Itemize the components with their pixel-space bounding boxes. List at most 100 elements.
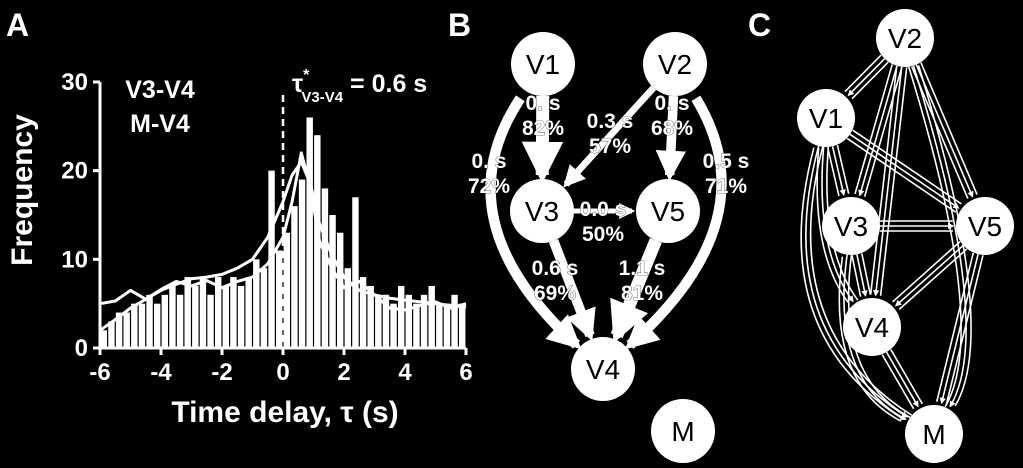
x-tick-label: 0 xyxy=(276,359,289,386)
histogram-bar xyxy=(359,277,367,348)
node-label: V5 xyxy=(651,196,685,227)
edge-strand xyxy=(869,66,898,295)
edge-v2-v3 xyxy=(854,64,903,197)
histogram-bar xyxy=(214,277,222,348)
panel-a-letter: A xyxy=(6,7,29,43)
histogram-bar xyxy=(283,232,291,348)
edge-strand xyxy=(809,144,913,416)
histogram-bar xyxy=(100,330,108,348)
y-tick-label: 30 xyxy=(61,69,88,96)
panel-c-letter: C xyxy=(748,7,771,43)
histogram-bar xyxy=(275,250,283,348)
histogram-bar xyxy=(184,277,191,348)
edge-delay-label: 0. s xyxy=(525,92,560,115)
edge-percent-label: 72% xyxy=(468,175,510,198)
edge-v2-v5 xyxy=(655,95,687,182)
series-label-m-v4: M-V4 xyxy=(130,110,190,138)
edge-delay-label: 0. s xyxy=(654,92,689,115)
edge-strand xyxy=(861,253,872,295)
node-v3 xyxy=(510,179,574,243)
edge-strand xyxy=(907,65,962,408)
edge-strand xyxy=(844,54,882,93)
edge-percent-label: 57% xyxy=(589,135,631,158)
edge-strand xyxy=(852,129,962,205)
histogram-bar xyxy=(169,285,176,348)
edge-percent-label: 81% xyxy=(621,282,663,305)
y-tick-label: 10 xyxy=(61,246,88,273)
histogram-bar xyxy=(298,179,306,348)
edge-strand xyxy=(894,244,964,307)
histogram-bar xyxy=(458,303,466,348)
edge-strand xyxy=(891,241,961,303)
histogram-bar xyxy=(123,312,130,348)
node-v5 xyxy=(636,179,700,243)
edge-percent-label: 50% xyxy=(582,223,624,246)
node-label: M xyxy=(922,419,945,450)
edge-percent-label: 82% xyxy=(522,117,564,140)
node-label: M xyxy=(671,416,694,447)
edge-strand xyxy=(881,354,915,410)
edge-strand xyxy=(912,65,967,408)
histogram-bar xyxy=(375,294,382,348)
edge-strand xyxy=(838,256,902,422)
edge-strand xyxy=(800,147,903,420)
node-m xyxy=(651,399,715,463)
x-tick-label: -2 xyxy=(211,359,232,386)
y-axis-label: Frequency xyxy=(6,114,39,266)
edge-delay-label: 0.5 s xyxy=(703,150,750,173)
edge-strand xyxy=(847,252,911,419)
histogram-bar xyxy=(382,294,390,348)
histogram-bar xyxy=(314,135,321,348)
node-label: V2 xyxy=(658,49,692,80)
node-v5 xyxy=(956,197,1014,255)
node-label: V4 xyxy=(855,312,889,343)
edge-v3-m xyxy=(838,252,911,422)
edge-strand xyxy=(885,351,919,408)
node-label: V4 xyxy=(586,354,620,385)
x-tick-label: 4 xyxy=(398,359,412,386)
edge-v4-m xyxy=(881,349,923,410)
edge-v2-v4 xyxy=(624,95,727,350)
histogram-bar xyxy=(436,303,443,348)
edge-strand xyxy=(890,349,923,405)
node-v2 xyxy=(643,32,707,96)
node-label: V1 xyxy=(809,103,843,134)
edge-strand xyxy=(847,58,886,97)
histogram-bar xyxy=(291,206,298,348)
histogram-bar xyxy=(352,197,359,348)
node-v4 xyxy=(571,337,635,401)
tau-value: = 0.6 s xyxy=(343,70,427,98)
edge-v3-v4 xyxy=(851,253,872,297)
histogram-bar xyxy=(153,303,161,348)
histogram-bar xyxy=(108,321,115,348)
histogram-bar xyxy=(245,277,252,348)
histogram-bar xyxy=(306,117,313,348)
node-m xyxy=(905,405,963,463)
edge-delay-label: 0.3 s xyxy=(587,110,634,133)
node-label: V5 xyxy=(968,211,1002,242)
edge-strand xyxy=(854,64,893,195)
edge-v2-v4 xyxy=(869,66,908,297)
network-b-edges xyxy=(485,85,727,350)
edge-v5-v4 xyxy=(891,241,968,310)
tau-annotation: τ*V3-V4 = 0.6 s xyxy=(292,67,427,106)
histogram-bar xyxy=(321,188,329,348)
edge-strand xyxy=(858,65,898,197)
histogram-bar xyxy=(428,285,435,348)
edge-v2-v3 xyxy=(563,85,657,188)
edge-strand xyxy=(805,145,909,418)
node-label: V1 xyxy=(526,49,560,80)
tau-subscript: V3-V4 xyxy=(301,89,343,106)
histogram-curves xyxy=(99,151,467,332)
edge-strand xyxy=(856,254,868,297)
edge-v1-v3 xyxy=(826,144,850,197)
edge-strand xyxy=(879,67,908,296)
histogram-bar xyxy=(397,285,405,348)
node-label: V3 xyxy=(525,196,559,227)
histogram-bar xyxy=(344,268,352,348)
x-tick-label: 2 xyxy=(337,359,350,386)
tau-superscript: * xyxy=(303,67,310,84)
edge-delay-label: 0.0 s xyxy=(580,198,627,221)
